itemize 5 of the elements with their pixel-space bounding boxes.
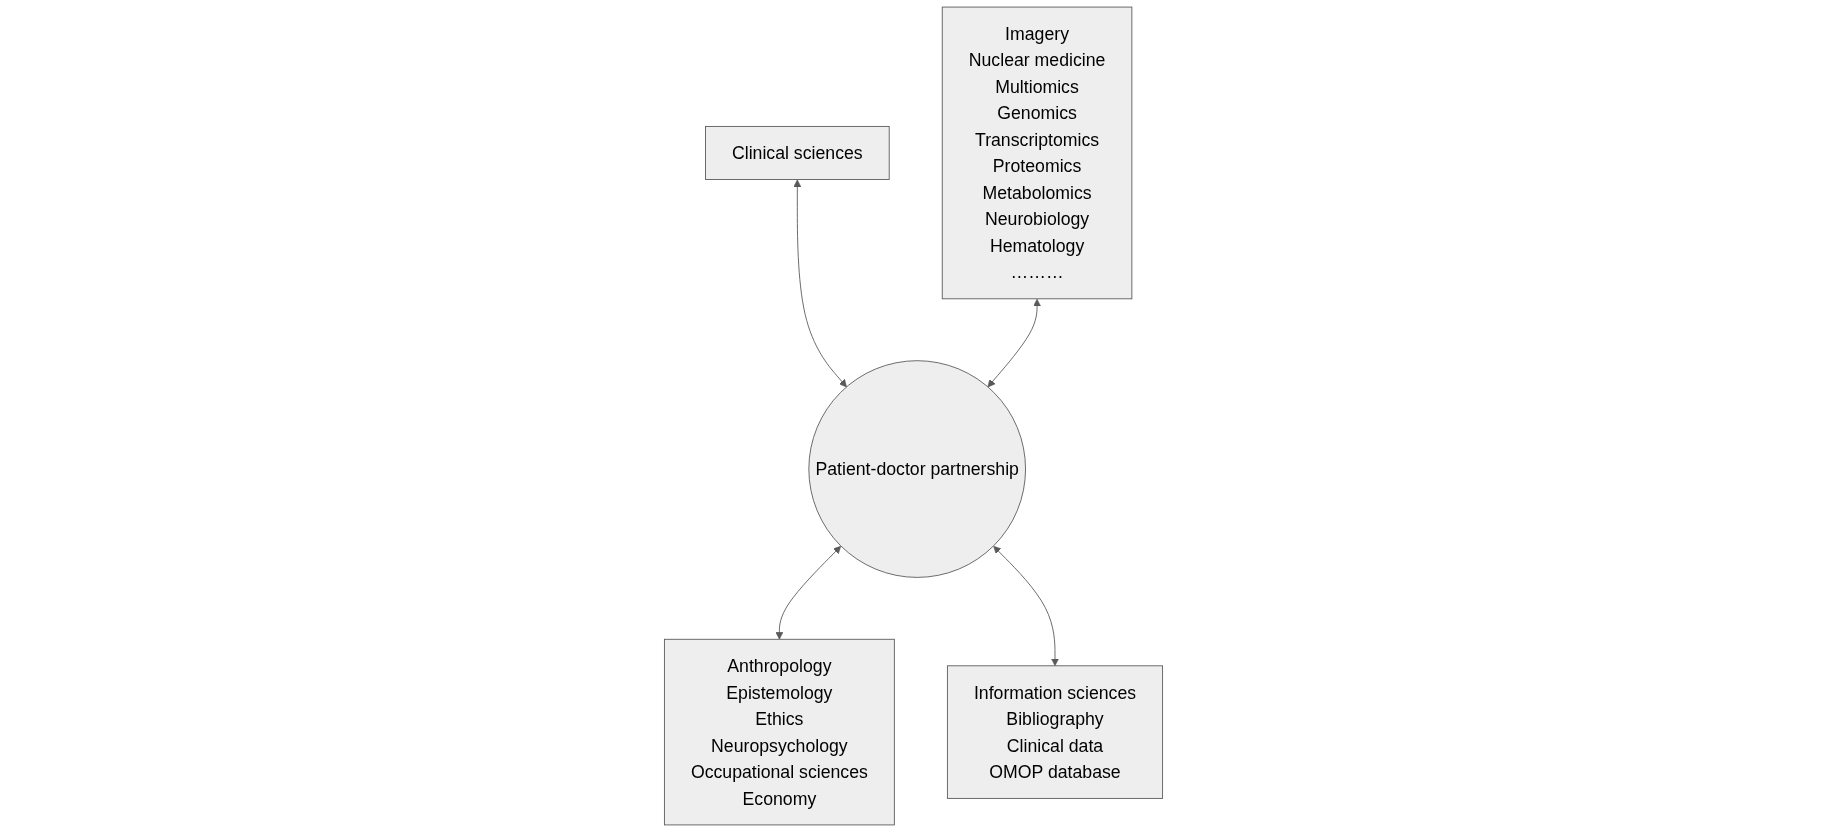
node-box: Information sciences Bibliography Clinical data OMOP database	[946, 665, 1164, 799]
node-box: Imagery Nuclear medicine Multiomics Genomics Transcriptomics Proteomics Metabolomics Neurobiology Hematology ………	[941, 6, 1133, 300]
node-box: Anthropology Epistemology Ethics Neuropsychology Occupational sciences Economy	[663, 638, 895, 826]
node-circle: Patient-doctor partnership	[808, 360, 1026, 578]
node-box: Clinical sciences	[705, 126, 890, 180]
